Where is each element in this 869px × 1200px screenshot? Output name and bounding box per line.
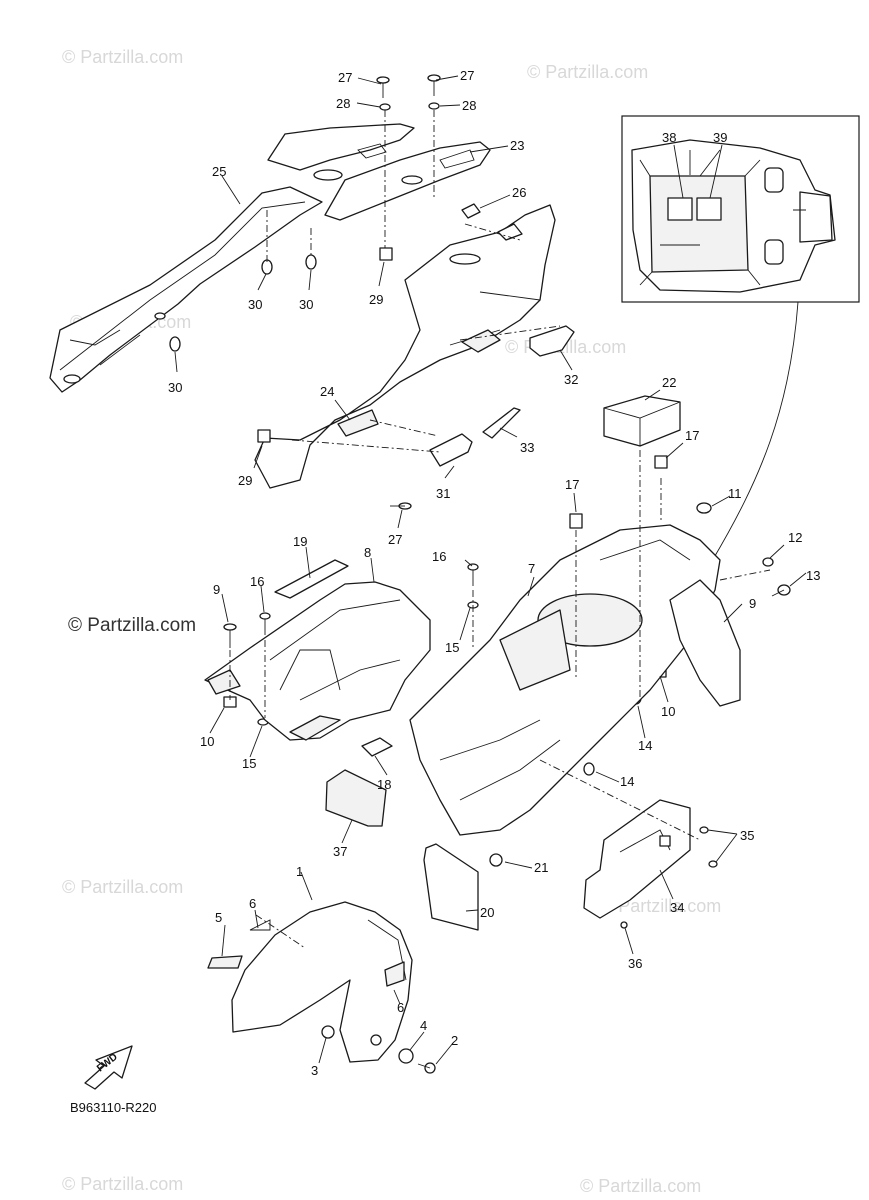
inset-detail xyxy=(621,115,860,303)
part-25-rail xyxy=(49,186,323,393)
part-19-strip xyxy=(274,559,349,599)
callout-10: 10 xyxy=(661,704,675,719)
part-18-clip xyxy=(361,737,393,757)
leader-lines xyxy=(174,75,807,1065)
part-26-clip xyxy=(497,223,523,241)
fwd-arrow-icon: FWD xyxy=(84,1045,133,1090)
callout-24: 24 xyxy=(320,384,334,399)
callout-19: 19 xyxy=(293,534,307,549)
callout-30: 30 xyxy=(299,297,313,312)
part-33 xyxy=(482,407,521,439)
part-20-flap xyxy=(423,843,479,931)
callout-21: 21 xyxy=(534,860,548,875)
callout-22: 22 xyxy=(662,375,676,390)
callout-10: 10 xyxy=(200,734,214,749)
inset-connector xyxy=(711,301,799,562)
callout-14: 14 xyxy=(620,774,634,789)
callout-37: 37 xyxy=(333,844,347,859)
callout-31: 31 xyxy=(436,486,450,501)
callout-6: 6 xyxy=(397,1000,404,1015)
callout-2: 2 xyxy=(451,1033,458,1048)
callout-11: 11 xyxy=(728,486,742,501)
callout-27: 27 xyxy=(338,70,352,85)
callout-17: 17 xyxy=(685,428,699,443)
part-23-top-cover xyxy=(267,123,491,221)
callout-27: 27 xyxy=(460,68,474,83)
callout-16: 16 xyxy=(250,574,264,589)
callout-30: 30 xyxy=(248,297,262,312)
callout-3: 3 xyxy=(311,1063,318,1078)
callout-28: 28 xyxy=(462,98,476,113)
part-31 xyxy=(429,433,473,467)
callout-8: 8 xyxy=(364,545,371,560)
callout-9: 9 xyxy=(749,596,756,611)
part-22-box xyxy=(603,395,681,447)
callout-20: 20 xyxy=(480,905,494,920)
callout-26: 26 xyxy=(512,185,526,200)
callout-18: 18 xyxy=(377,777,391,792)
watermark: © Partzilla.com xyxy=(62,47,183,67)
callout-14: 14 xyxy=(638,738,652,753)
part-7-rear-fender xyxy=(409,524,741,836)
part-29-clip xyxy=(257,429,271,443)
callout-33: 33 xyxy=(520,440,534,455)
watermark: © Partzilla.com xyxy=(580,1176,701,1196)
part-26-clip xyxy=(461,203,481,219)
part-5-sticker xyxy=(207,955,243,969)
callout-4: 4 xyxy=(420,1018,427,1033)
part-8-bracket xyxy=(204,581,431,741)
watermark: © Partzilla.com xyxy=(62,877,183,897)
callout-36: 36 xyxy=(628,956,642,971)
callout-30: 30 xyxy=(168,380,182,395)
callout-15: 15 xyxy=(242,756,256,771)
watermark: © Partzilla.com xyxy=(600,896,721,916)
callout-12: 12 xyxy=(788,530,802,545)
callout-6: 6 xyxy=(249,896,256,911)
callout-9: 9 xyxy=(213,582,220,597)
callout-16: 16 xyxy=(432,549,446,564)
part-32 xyxy=(529,325,575,357)
assembly-lines xyxy=(229,110,771,949)
part-37-panel xyxy=(325,769,387,827)
callout-34: 34 xyxy=(670,900,684,915)
callout-labels: 27 27 28 28 23 25 26 30 30 29 30 32 22 2… xyxy=(168,68,820,1078)
watermark: © Partzilla.com xyxy=(62,1174,183,1194)
callout-29: 29 xyxy=(238,473,252,488)
part-17-clip xyxy=(569,513,583,529)
callout-7: 7 xyxy=(528,561,535,576)
diagram-code: B963110-R220 xyxy=(70,1100,157,1115)
callout-5: 5 xyxy=(215,910,222,925)
callout-27: 27 xyxy=(388,532,402,547)
callout-23: 23 xyxy=(510,138,524,153)
part-34-cover xyxy=(583,799,691,919)
part-24-side-cover xyxy=(254,204,556,489)
part-29-clip xyxy=(379,247,393,261)
part-1-front-fender xyxy=(231,901,436,1074)
callout-13: 13 xyxy=(806,568,820,583)
watermark: © Partzilla.com xyxy=(527,62,648,82)
callout-1: 1 xyxy=(296,864,303,879)
callout-28: 28 xyxy=(336,96,350,111)
part-6-sticker xyxy=(249,919,271,931)
callout-39: 39 xyxy=(713,130,727,145)
callout-32: 32 xyxy=(564,372,578,387)
watermark-prominent: © Partzilla.com xyxy=(68,615,196,636)
part-17-clip xyxy=(654,455,668,469)
callout-17: 17 xyxy=(565,477,579,492)
callout-38: 38 xyxy=(662,130,676,145)
callout-29: 29 xyxy=(369,292,383,307)
callout-15: 15 xyxy=(445,640,459,655)
callout-25: 25 xyxy=(212,164,226,179)
callout-35: 35 xyxy=(740,828,754,843)
